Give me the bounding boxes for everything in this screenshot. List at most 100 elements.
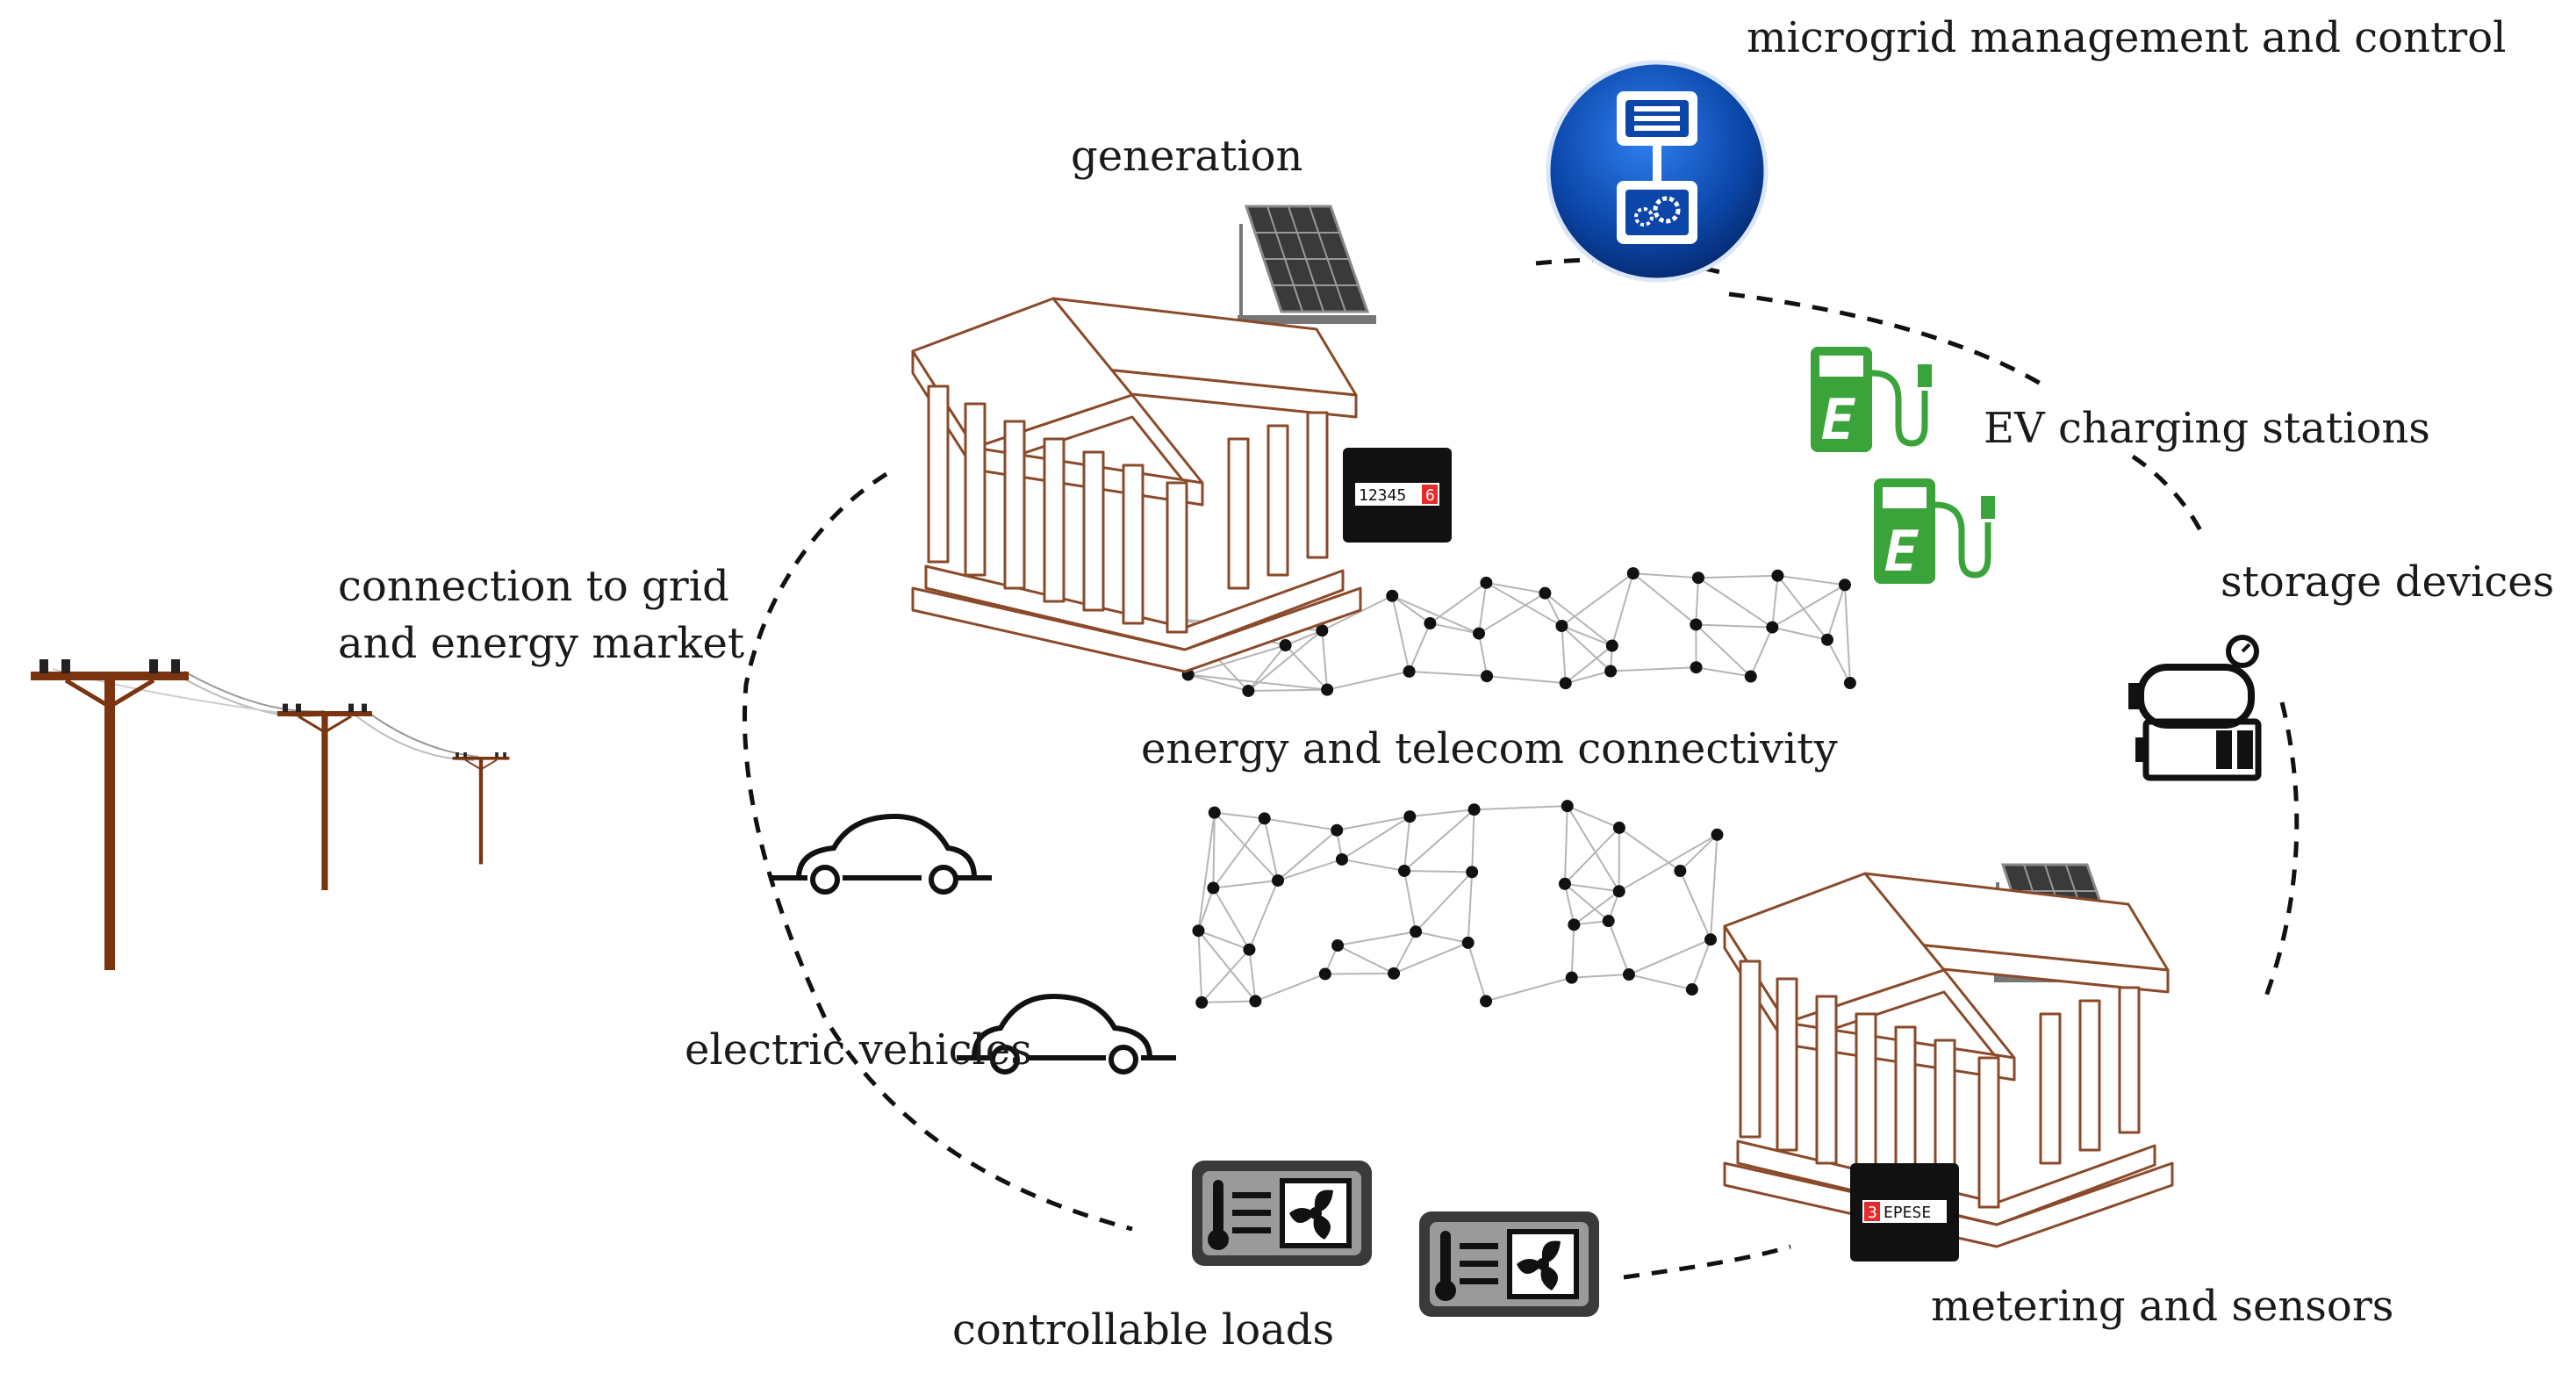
mesh-node xyxy=(1207,881,1220,895)
mesh-link xyxy=(1564,827,1620,885)
power-pole-icon xyxy=(276,702,374,892)
control-server-icon xyxy=(1546,60,1769,283)
mesh-network-icon xyxy=(1174,567,1856,1009)
mesh-node xyxy=(1766,621,1779,634)
mesh-node xyxy=(1612,885,1625,898)
mesh-link xyxy=(1696,666,1751,678)
mesh-node xyxy=(1565,971,1578,984)
svg-text:3: 3 xyxy=(1868,1204,1877,1222)
mesh-link xyxy=(1277,858,1343,881)
mesh-link xyxy=(1321,594,1393,632)
mesh-link xyxy=(1772,626,1828,641)
mesh-link xyxy=(1393,942,1469,974)
mesh-link xyxy=(1197,930,1257,1003)
mesh-node xyxy=(1704,933,1718,946)
label-electric-vehicles: electric vehicles xyxy=(685,1025,1032,1075)
mesh-link xyxy=(1337,931,1417,947)
svg-text:EPESE: EPESE xyxy=(1884,1204,1931,1222)
label-controllable-loads: controllable loads xyxy=(952,1305,1335,1355)
ev-charger-icon: E xyxy=(1811,347,1932,453)
mesh-link xyxy=(1341,816,1410,860)
mesh-link xyxy=(1391,594,1480,635)
mesh-node xyxy=(1271,873,1284,887)
mesh-link xyxy=(1573,890,1620,926)
mesh-node xyxy=(1481,670,1494,683)
mesh-node xyxy=(1208,806,1221,819)
svg-text:E: E xyxy=(1821,388,1856,453)
mesh-link xyxy=(1393,931,1417,974)
mesh-link xyxy=(1264,817,1338,831)
mesh-node xyxy=(1279,639,1292,652)
mesh-node xyxy=(1612,821,1625,834)
mesh-node xyxy=(1561,800,1574,813)
mesh-link xyxy=(1202,1000,1256,1003)
mesh-link xyxy=(1404,869,1473,873)
mesh-link xyxy=(1632,572,1697,626)
mesh-link xyxy=(1285,629,1323,646)
mesh-node xyxy=(1555,619,1568,632)
mesh-link xyxy=(1679,870,1711,940)
mesh-link xyxy=(1197,888,1215,931)
mesh-node xyxy=(1674,865,1687,878)
mesh-node xyxy=(1605,639,1618,652)
mesh-link xyxy=(1607,920,1630,975)
building-icon xyxy=(911,297,1362,673)
mesh-link xyxy=(1403,870,1417,932)
mesh-node xyxy=(1424,617,1437,630)
mesh-link xyxy=(1474,805,1568,811)
mesh-link xyxy=(1563,883,1575,925)
mesh-link xyxy=(1771,584,1846,629)
mesh-link xyxy=(1284,644,1328,691)
mesh-link xyxy=(1696,623,1773,629)
mesh-node xyxy=(1243,943,1256,956)
mesh-link xyxy=(1570,924,1575,978)
mesh-link xyxy=(1561,625,1567,684)
mesh-link xyxy=(1188,673,1328,691)
mesh-link xyxy=(1561,572,1634,627)
mesh-link xyxy=(1544,592,1613,647)
mesh-link xyxy=(1697,574,1778,579)
mesh-node xyxy=(1467,803,1481,816)
mesh-link xyxy=(1618,833,1718,893)
mesh-link xyxy=(1247,644,1287,692)
mesh-link xyxy=(1632,572,1698,579)
mesh-link xyxy=(1471,809,1475,873)
mesh-node xyxy=(1622,968,1635,981)
label-connectivity: energy and telecom connectivity xyxy=(1141,720,1838,778)
mesh-node xyxy=(1690,661,1703,674)
mesh-node xyxy=(1403,810,1417,823)
mesh-node xyxy=(1604,665,1618,678)
mesh-node xyxy=(1473,627,1486,640)
mesh-link xyxy=(1690,938,1711,990)
svg-text:6: 6 xyxy=(1425,486,1435,505)
mesh-link xyxy=(1197,931,1203,1003)
mesh-node xyxy=(1711,828,1724,841)
mesh-link xyxy=(1628,938,1711,975)
svg-text:12345: 12345 xyxy=(1359,486,1406,505)
mesh-link xyxy=(1826,639,1851,684)
mesh-link xyxy=(1391,595,1410,672)
label-ev-charging: EV charging stations xyxy=(1984,404,2430,453)
mesh-link xyxy=(1248,949,1257,1002)
mesh-link xyxy=(1628,974,1693,991)
mesh-link xyxy=(1561,625,1611,672)
mesh-link xyxy=(1679,834,1719,872)
mesh-link xyxy=(1213,879,1279,889)
mesh-node xyxy=(1321,683,1334,696)
electric-car-icon xyxy=(772,816,992,892)
mesh-node xyxy=(1691,571,1704,585)
mesh-link xyxy=(1415,931,1468,944)
mesh-node xyxy=(1318,967,1331,981)
mesh-node xyxy=(1820,633,1833,646)
mesh-link xyxy=(1263,818,1279,881)
power-line-group xyxy=(31,659,511,970)
mesh-link xyxy=(1478,592,1546,635)
mesh-link xyxy=(1391,594,1432,624)
mesh-link xyxy=(1478,582,1488,634)
battery-storage-icon xyxy=(2128,635,2262,781)
mesh-link xyxy=(1565,670,1611,685)
mesh-node xyxy=(1466,866,1479,879)
mesh-link xyxy=(1777,574,1846,586)
mesh-node xyxy=(1192,924,1205,938)
electricity-meter-icon: 3 EPESE xyxy=(1850,1163,1959,1262)
